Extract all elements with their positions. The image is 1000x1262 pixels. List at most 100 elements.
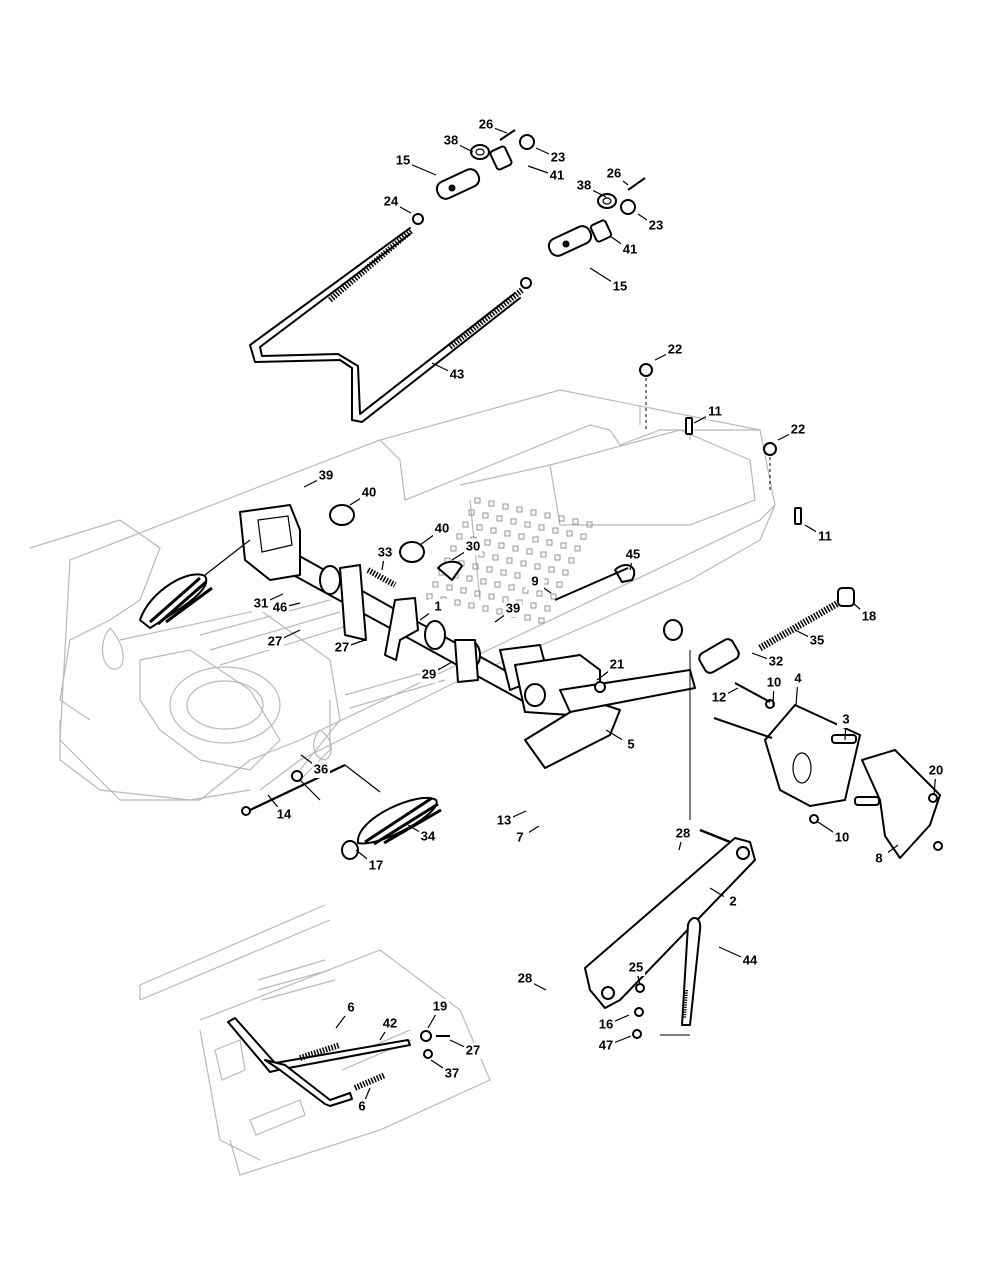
- callout-label: 5: [627, 736, 634, 751]
- callout-c31: 31: [252, 593, 284, 612]
- callout-label: 27: [335, 639, 349, 654]
- pivot-shaft-1: [269, 543, 548, 713]
- callout-label-bg: [597, 1038, 615, 1054]
- callout-label-bg: [837, 712, 855, 728]
- callout-label-bg: [789, 422, 807, 438]
- plate-hole: [566, 530, 573, 537]
- callout-label-bg: [431, 999, 449, 1015]
- plate-hole: [506, 557, 513, 564]
- plate-hole: [536, 590, 543, 597]
- callout-c34: 34: [407, 824, 437, 845]
- plate-hole: [520, 560, 527, 567]
- callout-c5: 5: [605, 729, 640, 753]
- plate-hole: [552, 527, 559, 534]
- callout-label: 20: [929, 762, 943, 777]
- plate-hole: [446, 584, 453, 591]
- callout-c3: 3: [837, 711, 855, 741]
- callout-label: 30: [466, 538, 480, 553]
- plate-hole: [490, 527, 497, 534]
- callout-label: 44: [743, 952, 758, 967]
- callout-label-bg: [353, 1099, 371, 1115]
- callout-label: 42: [383, 1015, 397, 1030]
- callout-label: 43: [450, 366, 464, 381]
- callout-c12: 12: [710, 687, 739, 706]
- callout-c43: 43: [431, 362, 466, 383]
- plate-hole: [480, 578, 487, 585]
- callout-label: 46: [273, 599, 287, 614]
- plate-hole: [488, 500, 495, 507]
- callout-label-bg: [624, 547, 642, 563]
- pivot-blocks-15: [435, 168, 593, 257]
- callout-label-bg: [666, 342, 684, 358]
- callout-c7: 7: [511, 825, 540, 846]
- callout-c10b: 10: [817, 821, 851, 846]
- callout-label-bg: [495, 813, 513, 829]
- plate-hole: [554, 554, 561, 561]
- callout-label-bg: [511, 830, 529, 846]
- rod-33-and-small-parts: [241, 504, 636, 816]
- callout-c8: 8: [870, 844, 899, 867]
- callout-c11a: 11: [693, 403, 724, 424]
- callout-label-bg: [275, 807, 293, 823]
- plate-hole: [432, 581, 439, 588]
- callout-c41a: 41: [527, 165, 566, 184]
- callout-c22b: 22: [777, 421, 807, 441]
- callout-label: 40: [435, 520, 449, 535]
- callout-label: 41: [623, 241, 637, 256]
- plate-hole: [468, 509, 475, 516]
- callout-label-bg: [767, 654, 785, 670]
- callout-label-bg: [360, 485, 378, 501]
- callout-label-bg: [271, 600, 289, 616]
- plate-hole: [484, 539, 491, 546]
- callout-label-bg: [342, 1000, 360, 1016]
- callout-label-bg: [833, 830, 851, 846]
- plate-hole: [508, 584, 515, 591]
- plate-hole: [496, 515, 503, 522]
- callout-label: 36: [314, 761, 328, 776]
- callout-c44: 44: [718, 946, 759, 969]
- plate-hole: [476, 524, 483, 531]
- callout-label: 6: [347, 999, 354, 1014]
- callout-c47: 47: [597, 1035, 632, 1054]
- callout-label-bg: [464, 1043, 482, 1059]
- callout-c9: 9: [526, 573, 552, 594]
- plate-hole: [572, 518, 579, 525]
- callout-label: 12: [712, 689, 726, 704]
- callout-label-bg: [611, 279, 629, 295]
- callout-c22a: 22: [654, 341, 684, 361]
- plate-hole: [558, 515, 565, 522]
- springs-34: [139, 539, 442, 860]
- callout-label: 33: [378, 544, 392, 559]
- plate-hole: [538, 524, 545, 531]
- plate-hole: [544, 512, 551, 519]
- callout-label-bg: [443, 1066, 461, 1082]
- callout-label-bg: [621, 242, 639, 258]
- callout-label-bg: [442, 133, 460, 149]
- callout-label: 21: [610, 656, 624, 671]
- link-44: [632, 917, 702, 1039]
- plate-hole: [472, 563, 479, 570]
- callout-c30: 30: [451, 538, 482, 561]
- callout-label-bg: [860, 609, 878, 625]
- callout-c6a: 6: [335, 999, 360, 1029]
- plate-hole: [474, 590, 481, 597]
- callout-label: 2: [729, 893, 736, 908]
- callout-c29: 29: [420, 661, 453, 683]
- plate-hole: [502, 503, 509, 510]
- callout-c14: 14: [267, 794, 293, 823]
- plate-hole: [550, 593, 557, 600]
- callout-label: 22: [668, 341, 682, 356]
- plate-hole: [500, 569, 507, 576]
- callout-label-bg: [622, 737, 640, 753]
- plate-hole: [522, 587, 529, 594]
- plate-hole: [460, 587, 467, 594]
- plate-hole: [474, 497, 481, 504]
- callout-label-bg: [317, 468, 335, 484]
- lift-handle-43: [249, 227, 524, 423]
- callout-label: 1: [434, 598, 441, 613]
- callout-label: 39: [319, 467, 333, 482]
- callout-c42: 42: [379, 1015, 399, 1041]
- callout-c2: 2: [709, 887, 742, 910]
- inset-rods-6-42: [227, 1017, 450, 1107]
